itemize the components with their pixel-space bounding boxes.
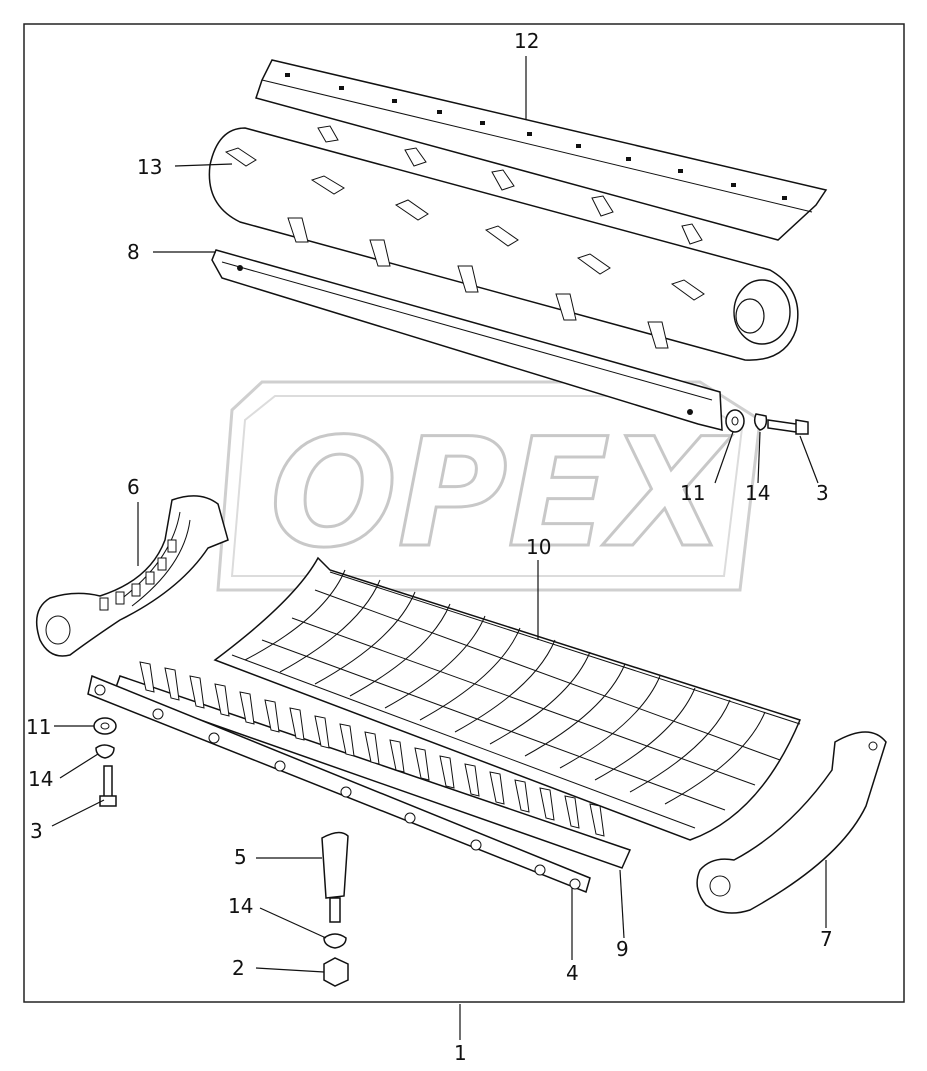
callout-11-left: 11 [26, 715, 51, 739]
part-5-tooth [321, 831, 349, 899]
callout-5: 5 [234, 845, 247, 869]
leader-lines [51, 56, 827, 1040]
right-fastener-set [725, 409, 809, 435]
callout-10: 10 [526, 535, 551, 559]
callout-6: 6 [127, 475, 140, 499]
part-13-drum [208, 125, 799, 361]
bottom-fastener-set [321, 831, 349, 987]
part-3-bolt-right [767, 419, 809, 435]
part-14-lock-washer-right [753, 413, 768, 431]
callout-3-right: 3 [816, 481, 829, 505]
part-3-bolt-left [99, 765, 117, 807]
callout-1: 1 [454, 1041, 467, 1065]
part-2-nut [323, 957, 349, 987]
callout-14-left: 14 [28, 767, 53, 791]
callout-3-left: 3 [30, 819, 43, 843]
callout-13: 13 [137, 155, 162, 179]
callout-14-right: 14 [745, 481, 770, 505]
callout-labels: 12 13 8 11 14 3 6 10 11 14 3 5 14 2 4 9 … [26, 29, 833, 1065]
part-4-bolt-strip [87, 674, 591, 894]
left-fastener-set [93, 717, 117, 807]
watermark-text: OPEX [270, 407, 732, 581]
callout-12: 12 [514, 29, 539, 53]
opex-watermark: OPEX [216, 380, 762, 592]
callout-9: 9 [616, 937, 629, 961]
callout-11-right: 11 [680, 481, 705, 505]
part-7-right-side-plate [696, 731, 887, 914]
part-9-tooth-frame [114, 661, 632, 869]
part-10-concave-grate [213, 556, 802, 841]
callout-4: 4 [566, 961, 579, 985]
callout-2: 2 [232, 956, 245, 980]
part-11-washer-right [725, 409, 745, 433]
callout-14-bottom: 14 [228, 894, 253, 918]
part-11-washer-left [93, 717, 117, 735]
callout-8: 8 [127, 240, 140, 264]
part-8-rasp-bar [211, 249, 723, 431]
part-12-cover-strip [255, 59, 828, 241]
part-14-lock-washer-bottom [323, 933, 347, 949]
part-6-left-side-plate [35, 495, 229, 657]
part-14-lock-washer-left [95, 744, 115, 759]
diagram-frame [23, 23, 905, 1003]
callout-7: 7 [820, 927, 833, 951]
